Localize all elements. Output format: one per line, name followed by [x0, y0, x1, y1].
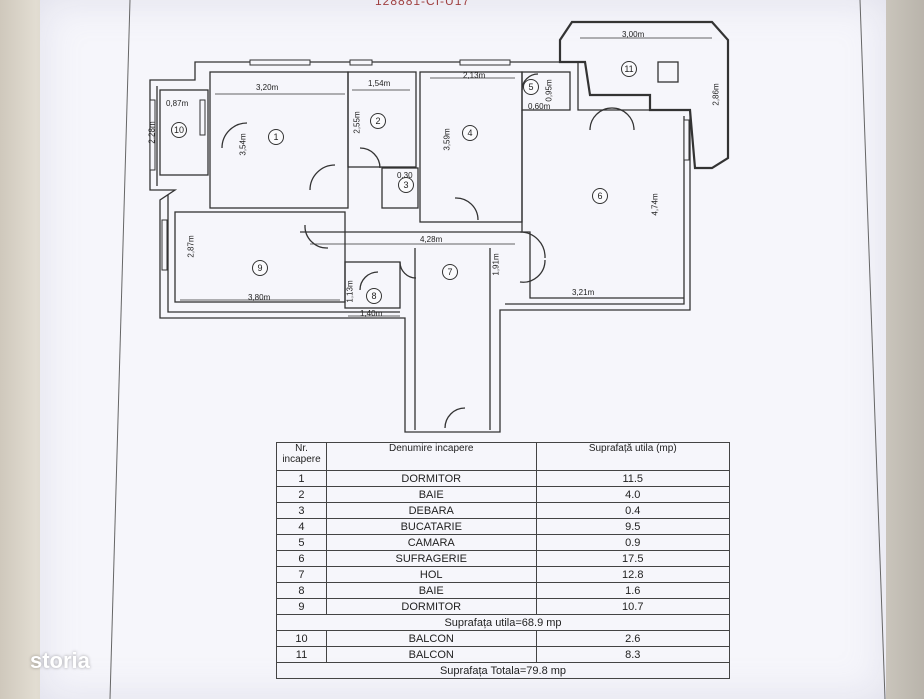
- cell-name: CAMARA: [325, 534, 537, 551]
- room-number-11: 11: [621, 61, 637, 77]
- dimension-label: 0,87m: [166, 99, 189, 108]
- cell-nr: 10: [276, 630, 327, 647]
- cell-nr: 8: [276, 582, 327, 599]
- table-row: 8 BAIE 1.6: [276, 582, 730, 599]
- total-row: Suprafața Totala=79.8 mp: [276, 662, 730, 679]
- dimension-label: 0,30: [397, 171, 413, 180]
- dimension-label: 4,74m: [650, 193, 660, 216]
- room-number-4: 4: [462, 125, 478, 141]
- room-number-2: 2: [370, 113, 386, 129]
- dimension-label: 4,28m: [420, 235, 443, 244]
- document-code: 128881-CI-U17: [375, 0, 471, 8]
- cell-area: 2.6: [535, 630, 730, 647]
- table-row: 1 DORMITOR 11.5: [276, 470, 730, 487]
- cell-nr: 6: [276, 550, 327, 567]
- cell-nr: 11: [276, 646, 327, 663]
- room-number-9: 9: [252, 260, 268, 276]
- cell-area: 10.7: [535, 598, 730, 615]
- cell-nr: 4: [276, 518, 327, 535]
- rooms-table: Nr. incapere Denumire incapere Suprafață…: [276, 442, 730, 679]
- cell-area: 0.9: [535, 534, 730, 551]
- dimension-label: 1,13m: [345, 280, 355, 303]
- cell-nr: 5: [276, 534, 327, 551]
- cell-name: BAIE: [325, 582, 537, 599]
- dimension-label: 3,00m: [622, 30, 645, 39]
- cell-area: 0.4: [535, 502, 730, 519]
- dimension-label: 3,20m: [256, 83, 279, 92]
- dimension-label: 2,55m: [352, 111, 362, 134]
- cell-area: 4.0: [535, 486, 730, 503]
- room-number-6: 6: [592, 188, 608, 204]
- dimension-label: 3,80m: [248, 293, 271, 302]
- header-area: Suprafață utila (mp): [535, 442, 730, 471]
- cell-name: BALCON: [325, 646, 537, 663]
- cell-name: DEBARA: [325, 502, 537, 519]
- dimension-label: 1,40m: [360, 309, 383, 318]
- table-row: 10 BALCON 2.6: [276, 630, 730, 647]
- cell-name: BALCON: [325, 630, 537, 647]
- cell-area: 8.3: [535, 646, 730, 663]
- dimension-label: 2,87m: [186, 235, 196, 258]
- room-number-10: 10: [171, 122, 187, 138]
- dimension-label: 2,28m: [147, 121, 157, 144]
- dimension-label: 1,91m: [491, 253, 501, 276]
- table-row: 7 HOL 12.8: [276, 566, 730, 583]
- dimension-label: 1,54m: [368, 79, 391, 88]
- room-number-3: 3: [398, 177, 414, 193]
- cell-area: 12.8: [535, 566, 730, 583]
- room-number-7: 7: [442, 264, 458, 280]
- dimension-label: 0,95m: [544, 79, 554, 102]
- room-number-8: 8: [366, 288, 382, 304]
- cell-nr: 2: [276, 486, 327, 503]
- table-row: 5 CAMARA 0.9: [276, 534, 730, 551]
- dimension-label: 3,21m: [572, 288, 595, 297]
- cell-nr: 1: [276, 470, 327, 487]
- dimension-label: 2,86m: [711, 83, 721, 106]
- cell-name: BAIE: [325, 486, 537, 503]
- cell-area: 17.5: [535, 550, 730, 567]
- cell-area: 11.5: [535, 470, 730, 487]
- subtotal-text: Suprafața utila=68.9 mp: [276, 614, 730, 631]
- cell-name: DORMITOR: [325, 598, 537, 615]
- cell-name: DORMITOR: [325, 470, 537, 487]
- table-row: 4 BUCATARIE 9.5: [276, 518, 730, 535]
- cell-name: BUCATARIE: [325, 518, 537, 535]
- dimension-label: 2,13m: [463, 71, 486, 80]
- cell-area: 9.5: [535, 518, 730, 535]
- header-name: Denumire incapere: [325, 442, 537, 471]
- cell-name: HOL: [325, 566, 537, 583]
- dimension-label: 0,60m: [528, 102, 551, 111]
- cell-nr: 7: [276, 566, 327, 583]
- subtotal-row: Suprafața utila=68.9 mp: [276, 614, 730, 631]
- total-text: Suprafața Totala=79.8 mp: [276, 662, 730, 679]
- cell-nr: 3: [276, 502, 327, 519]
- room-number-1: 1: [268, 129, 284, 145]
- table-row: 3 DEBARA 0.4: [276, 502, 730, 519]
- header-nr: Nr. incapere: [276, 442, 327, 471]
- storia-watermark: storia: [30, 648, 90, 673]
- dimension-label: 3,59m: [442, 128, 452, 151]
- dimension-label: 3,54m: [238, 133, 248, 156]
- cell-name: SUFRAGERIE: [325, 550, 537, 567]
- table-row: 2 BAIE 4.0: [276, 486, 730, 503]
- table-row: 11 BALCON 8.3: [276, 646, 730, 663]
- cell-area: 1.6: [535, 582, 730, 599]
- room-number-5: 5: [523, 79, 539, 95]
- table-row: 9 DORMITOR 10.7: [276, 598, 730, 615]
- cell-nr: 9: [276, 598, 327, 615]
- table-row: 6 SUFRAGERIE 17.5: [276, 550, 730, 567]
